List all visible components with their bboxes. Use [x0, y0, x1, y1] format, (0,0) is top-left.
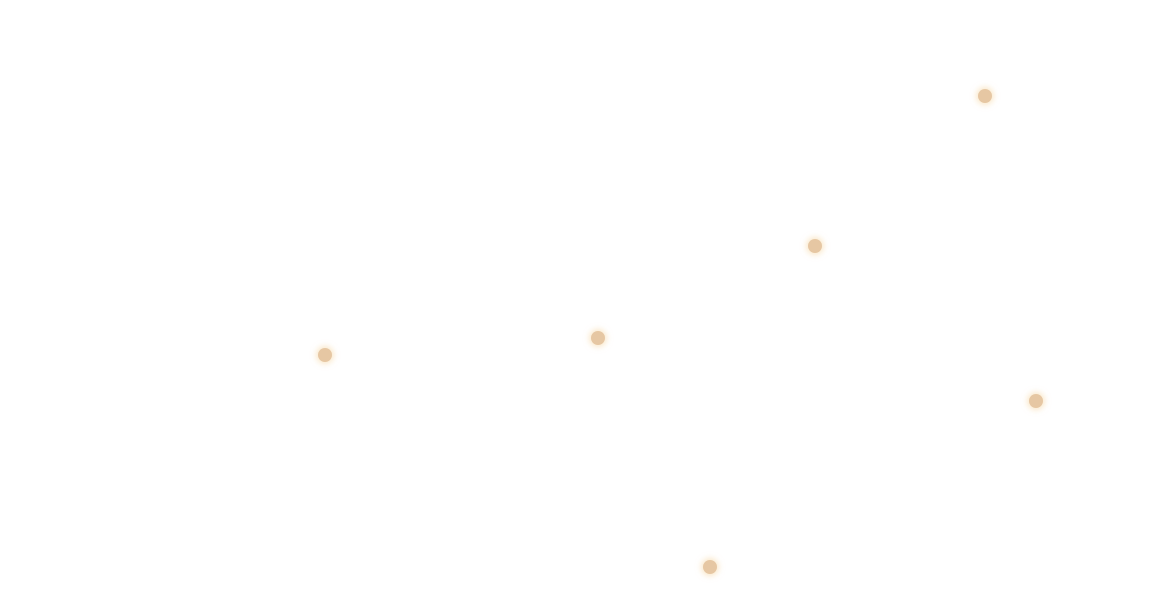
glowing-dot-icon: [703, 560, 717, 574]
glowing-dot-icon: [1029, 394, 1043, 408]
glowing-dot-icon: [808, 239, 822, 253]
glowing-dot-icon: [318, 348, 332, 362]
glowing-dot-icon: [591, 331, 605, 345]
glowing-dot-icon: [978, 89, 992, 103]
